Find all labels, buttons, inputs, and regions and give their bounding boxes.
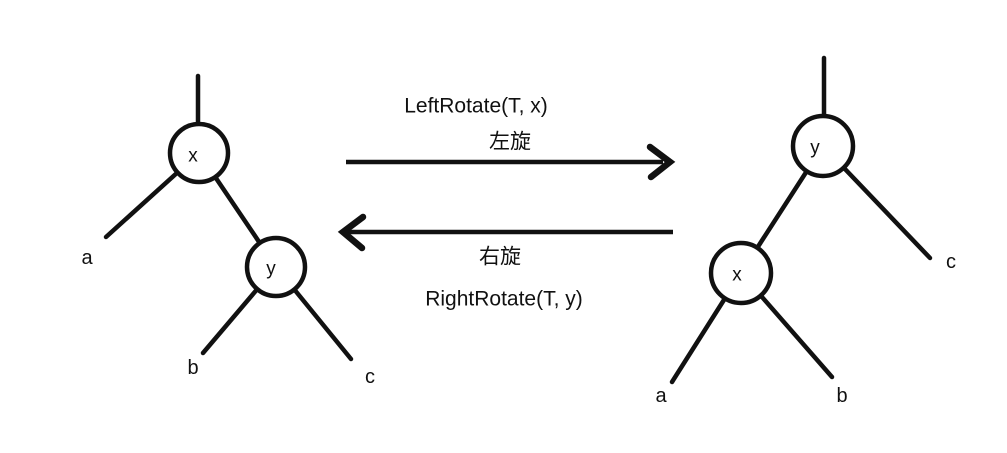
right-tree-node-y-circle xyxy=(790,113,856,179)
right-tree-node-y-label: y xyxy=(810,138,820,159)
right-tree-node-x-label: x xyxy=(732,265,742,286)
right-tree-leaf-b-label: b xyxy=(836,385,847,407)
left-rotate-zh-label: 左旋 xyxy=(489,131,531,154)
left-tree-leaf-a-label: a xyxy=(81,247,93,269)
right-tree-leaf-a-label: a xyxy=(655,385,667,407)
left-tree-leaf-b-label: b xyxy=(187,357,198,379)
left-tree-node-y-label: y xyxy=(266,259,276,280)
right-tree-leaf-c-label: c xyxy=(946,251,956,273)
rotation-arrows: LeftRotate(T, x) 左旋 右旋 RightRotate(T, y) xyxy=(337,95,676,311)
right-tree-node-x-circle xyxy=(708,240,774,306)
left-tree-node-x-circle xyxy=(167,121,231,185)
left-tree-leaf-c-label: c xyxy=(365,366,375,388)
right-rotate-arrowhead-icon xyxy=(337,213,367,252)
left-tree: x y a b c xyxy=(81,73,375,388)
right-rotate-zh-label: 右旋 xyxy=(479,246,521,269)
left-tree-node-y-circle xyxy=(244,235,308,299)
left-tree-node-x-label: x xyxy=(188,146,198,167)
left-rotate-en-label: LeftRotate(T, x) xyxy=(404,95,548,118)
right-rotate-en-label: RightRotate(T, y) xyxy=(425,288,583,311)
left-rotate-arrowhead-icon xyxy=(646,143,676,181)
right-tree: y x a b c xyxy=(655,55,956,407)
